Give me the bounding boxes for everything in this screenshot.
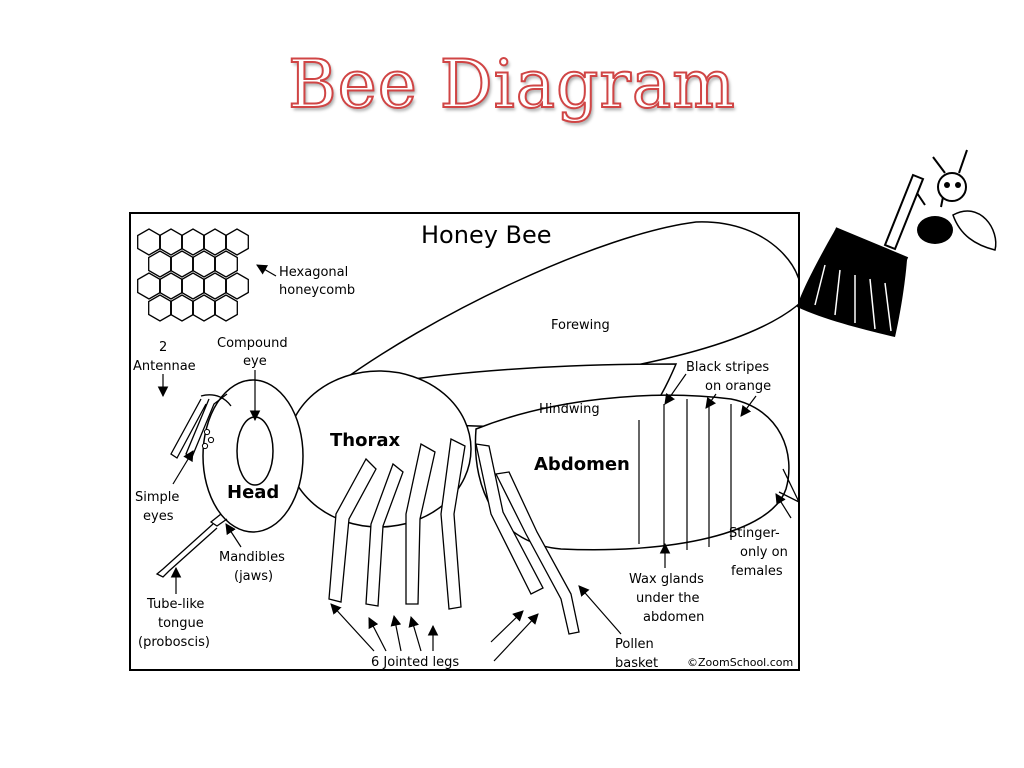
honey-bee-diagram: Hexagonal honeycomb Honey Bee 2 Antennae… (129, 212, 800, 671)
mandibles-shape (209, 513, 228, 527)
label-tongue-1: Tube-like (146, 597, 204, 612)
label-pollen-basket-2: basket (615, 656, 658, 669)
hexagon-cell (225, 228, 249, 256)
label-mandibles-2: (jaws) (234, 569, 273, 584)
copyright-note: ©ZoomSchool.com (687, 656, 793, 669)
honeycomb-graphic (137, 228, 249, 322)
label-hindwing: Hindwing (539, 402, 600, 417)
label-black-stripes-2: on orange (705, 379, 771, 394)
bee-wing-icon (952, 210, 997, 251)
label-mandibles-1: Mandibles (219, 550, 285, 565)
label-thorax: Thorax (330, 430, 400, 451)
broom-bristles-icon (797, 230, 907, 337)
label-abdomen: Abdomen (534, 454, 630, 475)
label-stinger-3: females (731, 564, 783, 579)
slide-title: Bee Diagram (287, 45, 736, 124)
tongue-shape (155, 523, 218, 578)
hexagon-cell (148, 250, 172, 278)
hexagon-cell (181, 228, 205, 256)
hexagon-cell (181, 272, 205, 300)
hexagon-cell (203, 272, 227, 300)
hexagon-cell (159, 228, 183, 256)
hexagon-cell (203, 228, 227, 256)
label-jointed-legs: 6 Jointed legs (371, 655, 459, 669)
bee-body-icon (917, 216, 953, 244)
label-pollen-basket-1: Pollen (615, 637, 654, 652)
hexagon-cell (137, 272, 161, 300)
bee-head-icon (937, 172, 967, 202)
label-tongue-3: (proboscis) (138, 635, 210, 650)
hexagon-cell (192, 294, 216, 322)
label-antennae-1: 2 (159, 340, 167, 355)
abdomen-shape (474, 394, 790, 551)
label-antennae-2: Antennae (133, 359, 196, 374)
label-wax-glands-3: abdomen (643, 610, 704, 625)
label-stinger-1: Stinger- (729, 526, 780, 541)
bee-illustration: Hexagonal honeycomb Honey Bee 2 Antennae… (133, 221, 798, 669)
label-head: Head (227, 482, 279, 503)
hexagon-cell (192, 250, 216, 278)
broom-bee-clipart (797, 149, 997, 337)
hexagon-cell (170, 250, 194, 278)
label-hexagonal-2: honeycomb (279, 283, 355, 298)
legs (328, 438, 580, 635)
label-tongue-2: tongue (158, 616, 204, 631)
hexagon-cell (214, 250, 238, 278)
label-forewing: Forewing (551, 318, 610, 333)
broom-handle-icon (883, 173, 925, 251)
label-hexagonal-1: Hexagonal (279, 265, 348, 280)
compound-eye-shape (236, 416, 274, 486)
label-black-stripes-1: Black stripes (686, 360, 769, 375)
label-stinger-2: only on (740, 545, 788, 560)
hexagon-cell (159, 272, 183, 300)
simple-eyes-dots (201, 428, 215, 450)
diagram-title: Honey Bee (421, 221, 552, 249)
label-wax-glands-1: Wax glands (629, 572, 704, 587)
label-wax-glands-2: under the (636, 591, 700, 606)
hexagon-cell (225, 272, 249, 300)
hexagon-cell (148, 294, 172, 322)
label-simple-eyes-2: eyes (143, 509, 174, 524)
label-simple-eyes-1: Simple (135, 490, 179, 505)
hexagon-cell (170, 294, 194, 322)
label-compound-2: eye (243, 354, 267, 369)
label-compound-1: Compound (217, 336, 288, 351)
abdomen-stripes (638, 399, 732, 550)
hexagon-cell (137, 228, 161, 256)
hexagon-cell (214, 294, 238, 322)
